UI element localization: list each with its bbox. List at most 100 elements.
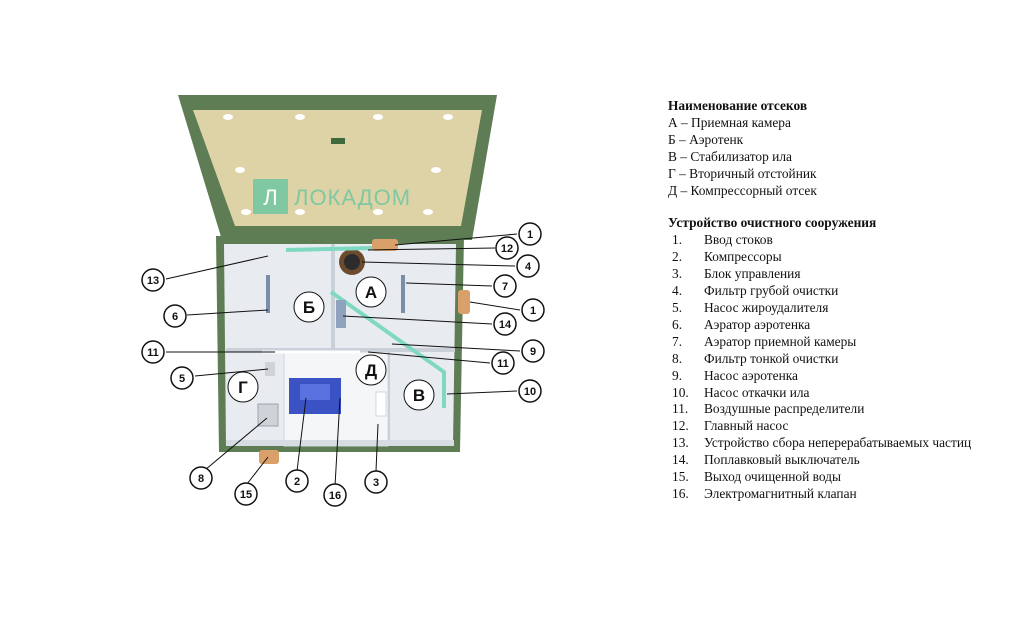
callout-number: 15 [240, 489, 252, 501]
device-item: 14.Поплавковый выключатель [668, 452, 1018, 469]
inlet-pipe-top [372, 239, 398, 251]
compartments-heading: Наименование отсеков [668, 98, 808, 113]
device-text: Поплавковый выключатель [704, 452, 860, 468]
callout-number: 12 [501, 243, 513, 255]
callout-8: 8 [189, 466, 213, 490]
callout-number: 16 [329, 490, 341, 502]
device-text: Компрессоры [704, 249, 782, 265]
device-item: 10.Насос откачки ила [668, 385, 1018, 402]
callout-2: 2 [285, 469, 309, 493]
callout-number: 11 [497, 358, 509, 370]
callout-number: 6 [172, 311, 178, 323]
device-text: Электромагнитный клапан [704, 485, 857, 501]
callout-number: 1 [530, 305, 536, 317]
device-number: 12. [672, 418, 689, 434]
device-text: Аэратор приемной камеры [704, 333, 857, 349]
callout-11-right: 11 [491, 351, 515, 375]
device-number: 9. [672, 367, 683, 383]
main-pump [339, 249, 365, 275]
device-item: 3. Блок управления [668, 266, 1018, 283]
aerator-tank-aerator [266, 275, 270, 313]
callout-number: 2 [294, 476, 300, 488]
open-lid [178, 95, 497, 240]
chamber-label-d: Д [355, 354, 387, 386]
callout-1-top: 1 [518, 222, 542, 246]
callout-16: 16 [323, 483, 347, 507]
devices-list: 1. Ввод стоков 2. Компрессоры 3. Блок управ… [668, 232, 1018, 503]
devices-heading: Устройство очистного сооружения [668, 215, 877, 231]
device-item: 1. Ввод стоков [668, 232, 1018, 249]
control-block [375, 391, 387, 417]
air-pipes [262, 246, 446, 408]
device-text: Ввод стоков [704, 232, 773, 248]
callout-number: 10 [524, 386, 536, 398]
callout-9: 9 [521, 339, 545, 363]
callout-number: 11 [147, 347, 159, 359]
callout-number: 1 [527, 229, 533, 241]
callout-15: 15 [234, 482, 258, 506]
device-number: 6. [672, 316, 683, 332]
callout-14: 14 [493, 312, 517, 336]
chamber-label-v: В [403, 379, 435, 411]
brand-logo: Л ЛОКАДОМ [253, 179, 411, 214]
device-number: 16. [672, 485, 689, 501]
device-item: 4.Фильтр грубой очистки [668, 283, 1018, 300]
callout-number: 7 [502, 281, 508, 293]
compressor [289, 378, 341, 414]
grease-pump [265, 362, 275, 376]
device-text: Главный насос [704, 418, 789, 434]
device-number: 11. [672, 401, 689, 417]
callout-number: 4 [525, 261, 532, 273]
compartments-list: А – Приемная камера Б – Аэротенк В – Ста… [668, 115, 1018, 200]
device-text: Устройство сбора неперерабатываемых част… [704, 435, 972, 451]
inlet-pipe-right [458, 290, 470, 314]
device-item: 15.Выход очищенной воды [668, 469, 1018, 486]
device-item: 12. Главный насос [668, 418, 1018, 435]
callout-number: 8 [198, 473, 204, 485]
compartment-item: А – Приемная камера [668, 114, 791, 130]
callout-12: 12 [495, 236, 519, 260]
chamber-label-g: Г [227, 371, 259, 403]
callout-11-left: 11 [141, 340, 165, 364]
callout-13: 13 [141, 268, 165, 292]
device-item: 16. Электромагнитный клапан [668, 486, 1018, 503]
device-text: Насос аэротенка [704, 367, 798, 383]
callout-number: 5 [179, 373, 185, 385]
chamber-letter-b: Б [303, 298, 315, 317]
device-number: 3. [672, 266, 683, 282]
device-text: Фильтр тонкой очистки [704, 350, 839, 366]
callout-7: 7 [493, 274, 517, 298]
device-number: 15. [672, 469, 689, 485]
device-number: 1. [672, 232, 683, 248]
device-text: Насос жироудалителя [704, 299, 829, 315]
device-number: 13. [672, 435, 689, 451]
tank-housing [216, 236, 464, 452]
legend-spacer [668, 199, 1018, 215]
callout-6: 6 [163, 304, 187, 328]
device-item: 5.Насос жироудалителя [668, 300, 1018, 317]
device-number: 2. [672, 249, 683, 265]
device-text: Аэратор аэротенка [704, 316, 811, 332]
device-text: Воздушные распределители [704, 401, 865, 417]
callout-number: 13 [147, 275, 159, 287]
chamber-letter-v: В [413, 386, 425, 405]
chamber-letter-d: Д [365, 361, 377, 380]
device-item: 7.Аэратор приемной камеры [668, 334, 1018, 351]
device-number: 8. [672, 350, 683, 366]
device-item: 2. Компрессоры [668, 249, 1018, 266]
compartment-item: Г – Вторичный отстойник [668, 165, 817, 181]
compartment-item: Б – Аэротенк [668, 131, 744, 147]
callout-1-right: 1 [521, 298, 545, 322]
device-number: 10. [672, 384, 689, 400]
logo-text: ЛОКАДОМ [294, 185, 411, 210]
device-number: 4. [672, 283, 683, 299]
device-text: Блок управления [704, 266, 801, 282]
device-item: 11. Воздушные распределители [668, 401, 1018, 418]
chamber-label-b: Б [293, 291, 325, 323]
callout-number: 14 [499, 319, 512, 331]
device-item: 9. Насос аэротенка [668, 368, 1018, 385]
compartment-item: В – Стабилизатор ила [668, 148, 792, 164]
legend: Наименование отсеков А – Приемная камера… [668, 98, 1018, 503]
callout-10: 10 [518, 379, 542, 403]
